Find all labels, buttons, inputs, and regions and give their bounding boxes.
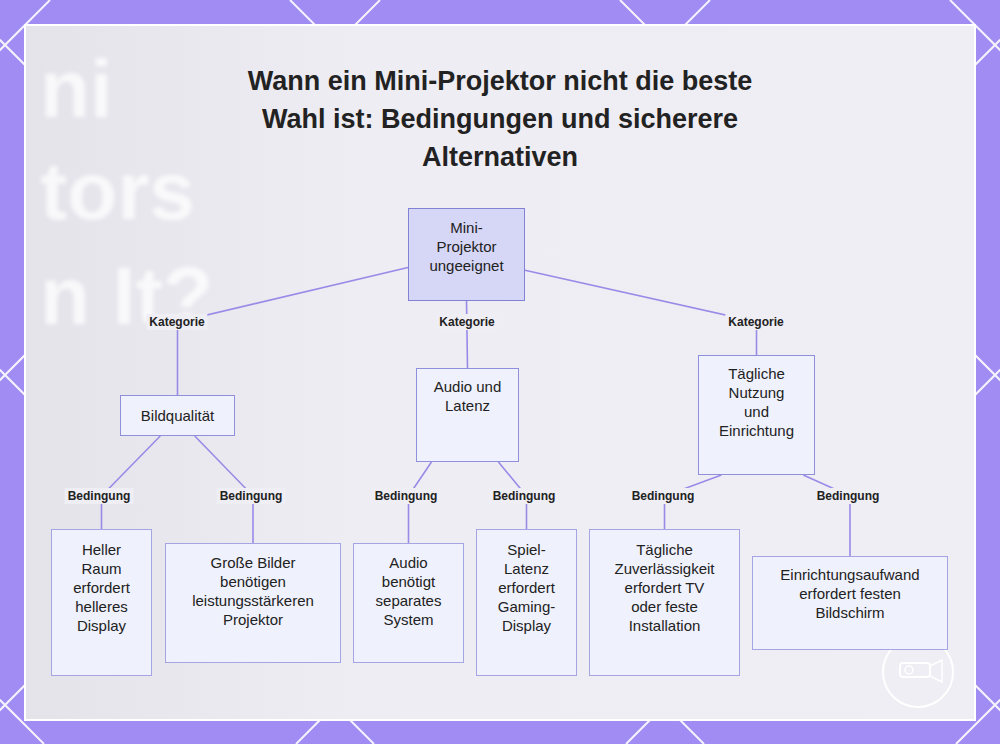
node-label: Spiel-Latenz erfordert Gaming-Display bbox=[489, 540, 564, 635]
condition-box: Tägliche Zuverlässigkeit erfordert TV od… bbox=[589, 529, 740, 676]
condition-box: Heller Raum erfordert helleres Display bbox=[51, 529, 152, 676]
connector-line bbox=[525, 270, 757, 355]
root-box: Mini-Projektor ungeeignet bbox=[408, 208, 525, 301]
watermark-text: tors bbox=[40, 150, 195, 232]
node-label: Bildqualität bbox=[141, 406, 214, 425]
condition-box: Einrichtungsaufwand erfordert festen Bil… bbox=[752, 556, 948, 650]
edge-label: Bedingung bbox=[217, 488, 286, 504]
node-label: Tägliche Zuverlässigkeit erfordert TV od… bbox=[610, 540, 719, 635]
edge-label: Bedingung bbox=[629, 488, 698, 504]
edge-label: Bedingung bbox=[372, 488, 441, 504]
condition-box: Große Bilder benötigen leistungsstärkere… bbox=[165, 543, 341, 663]
connector-line bbox=[178, 268, 409, 395]
node-label: Audio benötigt separates System bbox=[372, 553, 445, 629]
connector-line bbox=[467, 301, 468, 368]
connector-line bbox=[102, 436, 161, 529]
edge-label: Bedingung bbox=[814, 488, 883, 504]
edge-label: Bedingung bbox=[65, 488, 134, 504]
watermark-text: ni bbox=[40, 48, 113, 130]
category-box: Bildqualität bbox=[120, 395, 235, 436]
edge-label: Bedingung bbox=[490, 488, 559, 504]
node-label: Audio und Latenz bbox=[431, 377, 504, 415]
node-label: Große Bilder benötigen leistungsstärkere… bbox=[182, 553, 324, 629]
content-panel bbox=[25, 25, 975, 720]
node-label: Tägliche Nutzung und Einrichtung bbox=[718, 364, 795, 440]
node-label: Einrichtungsaufwand erfordert festen Bil… bbox=[773, 565, 927, 622]
node-label: Mini-Projektor ungeeignet bbox=[423, 218, 510, 275]
node-label: Heller Raum erfordert helleres Display bbox=[64, 540, 139, 635]
edge-label: Kategorie bbox=[436, 314, 497, 330]
condition-box: Audio benötigt separates System bbox=[353, 543, 464, 663]
condition-box: Spiel-Latenz erfordert Gaming-Display bbox=[476, 529, 577, 676]
category-box: Tägliche Nutzung und Einrichtung bbox=[698, 355, 815, 475]
edge-label: Kategorie bbox=[146, 314, 207, 330]
diagram-title: Wann ein Mini-Projektor nicht die beste … bbox=[240, 62, 760, 176]
category-box: Audio und Latenz bbox=[416, 368, 519, 462]
edge-label: Kategorie bbox=[725, 314, 786, 330]
